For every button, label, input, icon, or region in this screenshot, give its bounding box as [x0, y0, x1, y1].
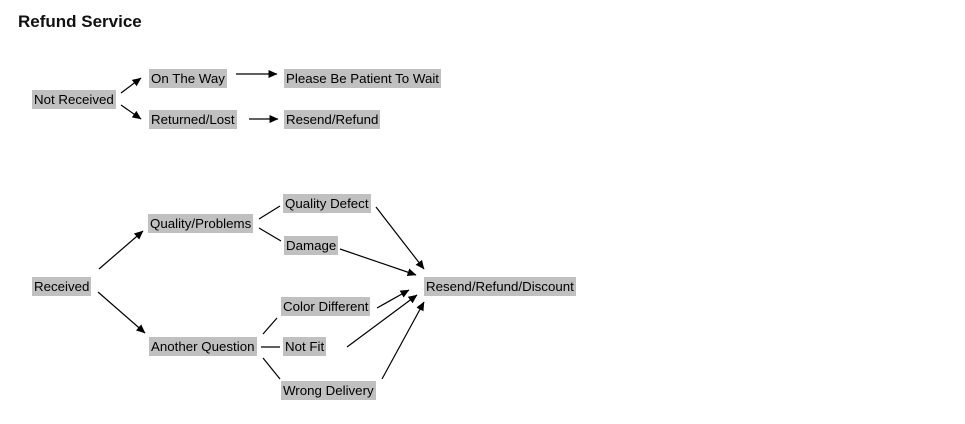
- edge-another-question-wrong-delivery: [262, 357, 281, 380]
- edge-damage-resend-refund-discount: [339, 248, 417, 277]
- node-received: Received: [32, 277, 92, 296]
- page-title: Refund Service: [18, 12, 142, 31]
- edge-not-received-on-the-way: [120, 77, 142, 94]
- node-color-different: Color Different: [281, 297, 371, 316]
- node-returned-lost: Returned/Lost: [149, 110, 237, 129]
- edge-quality-problems-damage: [258, 227, 282, 242]
- node-resend-refund: Resend/Refund: [284, 110, 381, 129]
- edge-received-another-question: [97, 291, 146, 334]
- edge-another-question-color-different: [262, 317, 278, 335]
- edge-not-fit-resend-refund-discount: [346, 294, 418, 348]
- edge-quality-problems-quality-defect: [258, 205, 281, 220]
- node-not-fit: Not Fit: [283, 337, 327, 356]
- edge-not-received-returned-lost: [120, 104, 142, 120]
- node-another-question: Another Question: [149, 337, 257, 356]
- node-damage: Damage: [284, 236, 339, 255]
- node-quality-defect: Quality Defect: [283, 194, 371, 213]
- edge-quality-defect-resend-refund-discount: [375, 206, 425, 270]
- node-on-the-way: On The Way: [149, 69, 227, 88]
- edge-received-quality-problems: [98, 230, 144, 270]
- node-please-be-patient: Please Be Patient To Wait: [284, 69, 441, 88]
- edge-color-different-resend-refund-discount: [376, 289, 410, 309]
- node-not-received: Not Received: [32, 90, 116, 109]
- edge-wrong-delivery-resend-refund-discount: [381, 301, 425, 380]
- node-resend-refund-discount: Resend/Refund/Discount: [424, 277, 576, 296]
- node-wrong-delivery: Wrong Delivery: [281, 381, 376, 400]
- node-quality-problems: Quality/Problems: [148, 214, 254, 233]
